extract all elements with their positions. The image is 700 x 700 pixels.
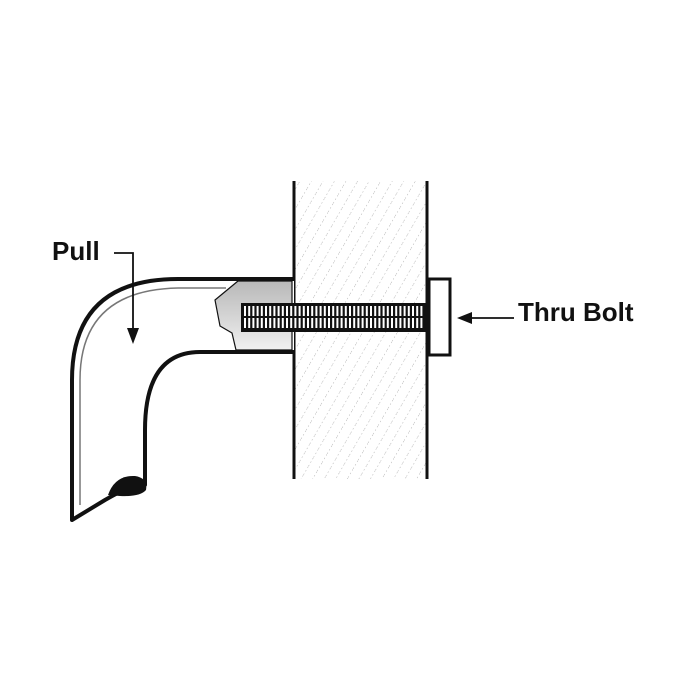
bolt-thread bbox=[391, 318, 393, 328]
bolt-thread bbox=[395, 306, 398, 316]
bolt-thread bbox=[323, 318, 326, 328]
bolt-thread bbox=[260, 306, 263, 316]
bolt-thread bbox=[298, 318, 301, 328]
bolt-thread bbox=[349, 306, 351, 316]
bolt-thread bbox=[311, 306, 314, 316]
bolt-thread bbox=[265, 318, 267, 328]
bolt-thread bbox=[420, 306, 423, 316]
bolt-thread bbox=[281, 306, 284, 316]
bolt-thread bbox=[336, 318, 339, 328]
bolt-thread bbox=[378, 318, 381, 328]
bolt-thread bbox=[365, 318, 368, 328]
bolt-thread bbox=[416, 306, 419, 316]
bolt-thread bbox=[260, 318, 263, 328]
thru-bolt bbox=[241, 277, 452, 357]
bolt-thread bbox=[357, 306, 360, 316]
bolt-thread bbox=[256, 318, 259, 328]
bolt-thread bbox=[420, 318, 423, 328]
bolt-thread bbox=[378, 306, 381, 316]
pull-handle bbox=[70, 277, 294, 522]
bolt-thread bbox=[353, 318, 356, 328]
bolt-thread bbox=[286, 306, 288, 316]
pull-label: Pull bbox=[52, 236, 100, 266]
cut-end bbox=[108, 475, 147, 497]
bolt-thread bbox=[412, 306, 414, 316]
bolt-thread bbox=[370, 318, 372, 328]
bolt-thread bbox=[319, 306, 322, 316]
bolt-thread bbox=[416, 318, 419, 328]
pull-arrow bbox=[114, 252, 139, 344]
bolt-thread bbox=[349, 318, 351, 328]
bolt-thread bbox=[244, 306, 246, 316]
bolt-thread bbox=[374, 318, 377, 328]
bolt-thread bbox=[277, 306, 280, 316]
bolt-thread bbox=[294, 306, 297, 316]
bolt-thread bbox=[370, 306, 372, 316]
thru-bolt-label: Thru Bolt bbox=[518, 297, 634, 327]
bolt-thread bbox=[365, 306, 368, 316]
bolt-thread bbox=[319, 318, 322, 328]
bolt-thread bbox=[361, 318, 364, 328]
bolt-thread bbox=[412, 318, 414, 328]
bolt-thread bbox=[315, 306, 318, 316]
bolt-thread bbox=[269, 306, 272, 316]
bolt-thread bbox=[361, 306, 364, 316]
bolt-thread bbox=[273, 318, 276, 328]
bolt-thread bbox=[290, 318, 293, 328]
bolt-thread bbox=[252, 306, 255, 316]
bolt-thread bbox=[340, 318, 343, 328]
bolt-thread bbox=[332, 306, 335, 316]
bolt-thread bbox=[248, 318, 251, 328]
bolt-thread bbox=[307, 306, 309, 316]
bolt-thread bbox=[403, 306, 406, 316]
bolt-thread bbox=[407, 318, 410, 328]
bolt-thread bbox=[382, 306, 385, 316]
bolt-thread bbox=[302, 306, 305, 316]
bolt-thread bbox=[248, 306, 251, 316]
bolt-thread bbox=[403, 318, 406, 328]
bolt-thread bbox=[298, 306, 301, 316]
bolt-thread bbox=[315, 318, 318, 328]
bolt-thread bbox=[265, 306, 267, 316]
bolt-thread bbox=[269, 318, 272, 328]
bolt-thread bbox=[399, 306, 402, 316]
bolt-thread bbox=[311, 318, 314, 328]
bolt-thread bbox=[328, 318, 330, 328]
bolt-thread bbox=[336, 306, 339, 316]
bolt-thread bbox=[353, 306, 356, 316]
bolt-thread bbox=[273, 306, 276, 316]
bolt-thread bbox=[323, 306, 326, 316]
bolt-thread bbox=[290, 306, 293, 316]
bolt-thread bbox=[307, 318, 309, 328]
bolt-thread bbox=[332, 318, 335, 328]
bolt-thread bbox=[344, 306, 347, 316]
bolt-thread bbox=[277, 318, 280, 328]
bolt-thread bbox=[395, 318, 398, 328]
bolt-thread bbox=[340, 306, 343, 316]
bolt-thread bbox=[344, 318, 347, 328]
bolt-thread bbox=[374, 306, 377, 316]
bolt-thread bbox=[399, 318, 402, 328]
bolt-thread bbox=[391, 306, 393, 316]
bolt-thread bbox=[302, 318, 305, 328]
bolt-thread bbox=[357, 318, 360, 328]
bolt-thread bbox=[256, 306, 259, 316]
bolt-thread bbox=[281, 318, 284, 328]
bolt-thread bbox=[294, 318, 297, 328]
bolt-thread bbox=[382, 318, 385, 328]
thru-bolt-arrow bbox=[457, 312, 514, 324]
bolt-thread bbox=[386, 306, 389, 316]
bolt-thread bbox=[328, 306, 330, 316]
bolt-thread bbox=[407, 306, 410, 316]
bolt-thread bbox=[252, 318, 255, 328]
bolt-thread bbox=[244, 318, 246, 328]
bolt-thread bbox=[386, 318, 389, 328]
bolt-thread bbox=[286, 318, 288, 328]
